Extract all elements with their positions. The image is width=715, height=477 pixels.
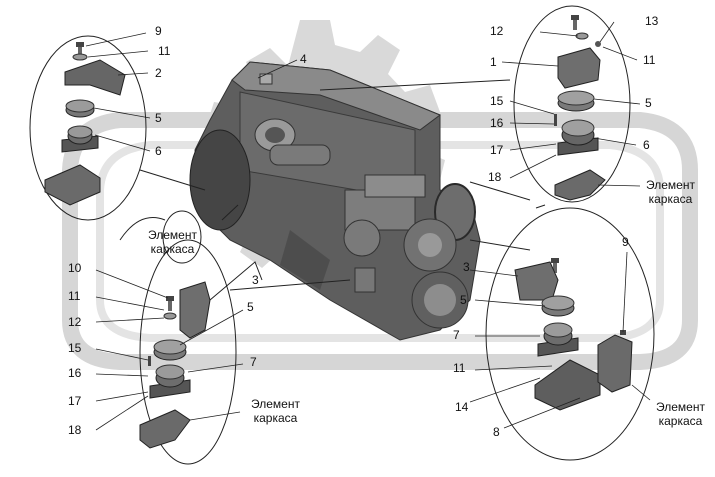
bracket-3-icon — [179, 281, 211, 339]
label-br-5: 5 — [460, 293, 467, 307]
label-bl-17: 17 — [68, 394, 82, 408]
connector-lines — [119, 79, 546, 301]
label-br-9: 9 — [622, 235, 629, 249]
label-bl-7: 7 — [250, 355, 257, 369]
bracket-2-icon — [64, 59, 126, 96]
label-bl-18: 18 — [68, 423, 82, 437]
support-7-icon — [537, 322, 579, 357]
frame-label-bottom-right: Элемент каркаса — [656, 400, 705, 428]
frame-label-left: Элемент каркаса — [148, 228, 197, 256]
watermark-rings — [62, 112, 698, 370]
frame-element-icon — [44, 164, 101, 206]
label-tr-6: 6 — [643, 138, 650, 152]
nut-icon — [595, 41, 601, 47]
frame-label-bottom-left: Элемент каркаса — [251, 397, 300, 425]
leader-lines — [85, 21, 651, 431]
label-br-7: 7 — [453, 328, 460, 342]
label-tr-17: 17 — [490, 143, 504, 157]
label-tl-2: 2 — [155, 66, 162, 80]
label-tl-5: 5 — [155, 111, 162, 125]
support-6-icon — [61, 125, 99, 153]
label-bl-16: 16 — [68, 366, 82, 380]
label-tr-16: 16 — [490, 116, 504, 130]
bracket-1-icon — [557, 47, 601, 89]
label-bl-11: 11 — [68, 289, 81, 303]
callout-ellipses — [29, 5, 655, 465]
frame-element-icon — [139, 409, 191, 449]
bolt-icon — [76, 42, 84, 55]
label-tr-11: 11 — [643, 53, 656, 67]
support-6-icon — [557, 119, 599, 156]
bolt-icon — [166, 296, 174, 311]
engine-body — [189, 61, 481, 341]
bracket-3-icon — [514, 261, 559, 301]
label-tr-15: 15 — [490, 94, 504, 108]
top-left-assembly — [44, 42, 126, 206]
label-bl-10: 10 — [68, 261, 82, 275]
washer-icon — [72, 53, 88, 61]
frame-label-right: Элемент каркаса — [646, 178, 695, 206]
bolt-icon — [571, 15, 579, 30]
label-br-11: 11 — [453, 361, 466, 375]
label-br-8: 8 — [493, 425, 500, 439]
bracket-8-icon — [534, 359, 601, 411]
frame-element-icon — [597, 334, 633, 393]
label-bl-12: 12 — [68, 315, 82, 329]
top-right-assembly — [554, 15, 606, 201]
support-7-icon — [149, 364, 191, 399]
label-bl-15: 15 — [68, 341, 82, 355]
washer-icon — [163, 312, 177, 320]
label-tr-12: 12 — [490, 24, 504, 38]
label-tr-13: 13 — [645, 14, 659, 28]
label-tl-11: 11 — [158, 44, 171, 58]
label-br-3: 3 — [463, 260, 470, 274]
bottom-right-assembly — [514, 258, 633, 411]
label-br-14: 14 — [455, 400, 469, 414]
label-tr-5: 5 — [645, 96, 652, 110]
label-tr-18: 18 — [488, 170, 502, 184]
bottom-left-assembly — [139, 281, 211, 449]
frame-element-icon — [554, 169, 606, 201]
label-bl-3: 3 — [252, 273, 259, 287]
label-tl-6: 6 — [155, 144, 162, 158]
label-bl-5: 5 — [247, 300, 254, 314]
label-tr-1: 1 — [490, 55, 497, 69]
label-top-4: 4 — [300, 52, 307, 66]
label-tl-9: 9 — [155, 24, 162, 38]
bolt-icon — [551, 258, 559, 273]
